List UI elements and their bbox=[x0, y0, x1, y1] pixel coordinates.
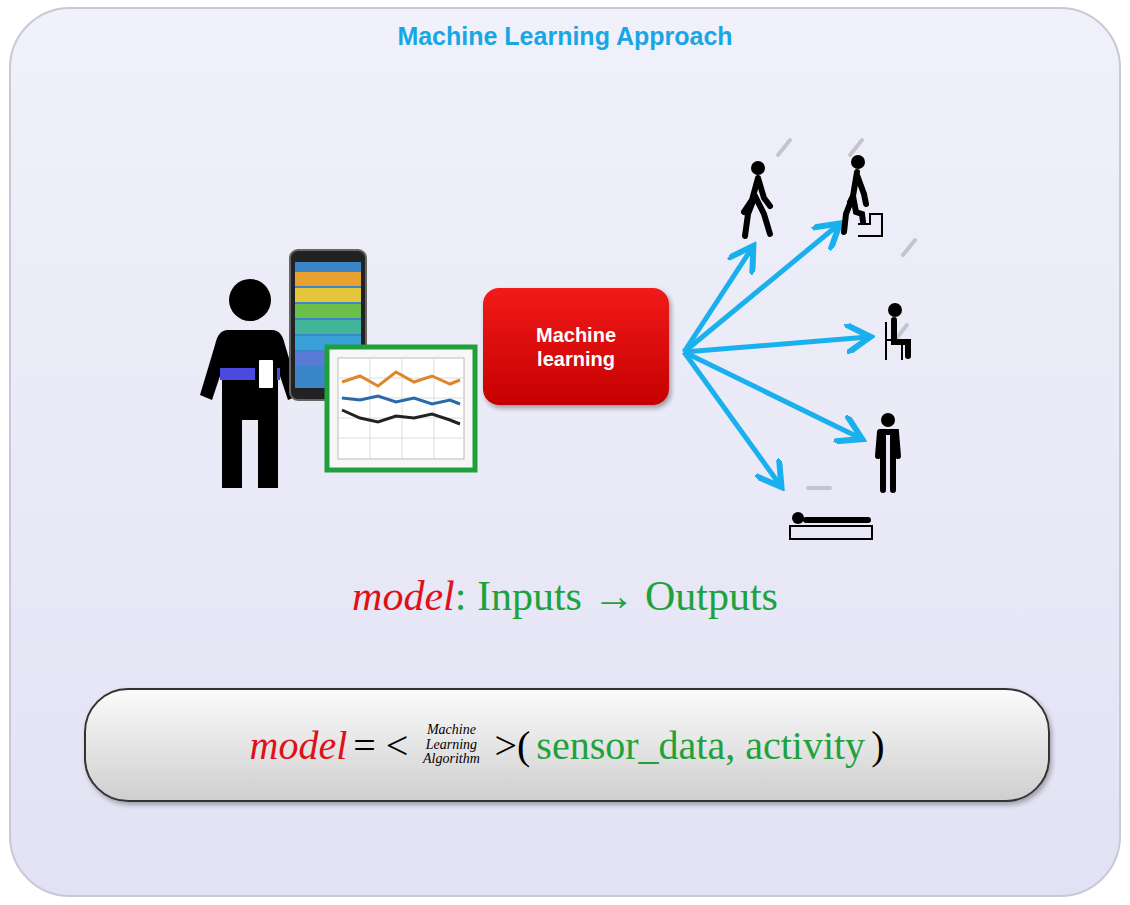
formula-box: model= <Machine Learning Algorithm>(sens… bbox=[84, 688, 1050, 802]
model-word: model bbox=[352, 573, 455, 619]
process-box: Machine learning bbox=[483, 288, 669, 405]
inputs-outputs: : Inputs → Outputs bbox=[455, 573, 778, 619]
box-label: Machine learning bbox=[520, 323, 632, 371]
walking-icon bbox=[744, 161, 770, 236]
model-word: model bbox=[247, 722, 351, 769]
lying-icon bbox=[790, 512, 872, 539]
diagram-title: Machine Learning Approach bbox=[0, 22, 1130, 51]
algorithm-label: Machine Learning Algorithm bbox=[411, 723, 491, 767]
stairs-icon bbox=[844, 155, 882, 236]
equals-open: = < bbox=[350, 722, 411, 769]
panel bbox=[10, 8, 1120, 896]
standing-icon bbox=[878, 413, 898, 490]
arguments: sensor_data, activity bbox=[533, 722, 868, 769]
model-formula: model: Inputs → Outputs bbox=[0, 572, 1130, 620]
sensor-chart bbox=[327, 347, 475, 470]
person-figure bbox=[200, 279, 300, 488]
close-paren: ) bbox=[868, 722, 887, 769]
sitting-icon bbox=[886, 303, 908, 360]
activity-arrows bbox=[684, 225, 868, 485]
close-open: >( bbox=[491, 722, 533, 769]
